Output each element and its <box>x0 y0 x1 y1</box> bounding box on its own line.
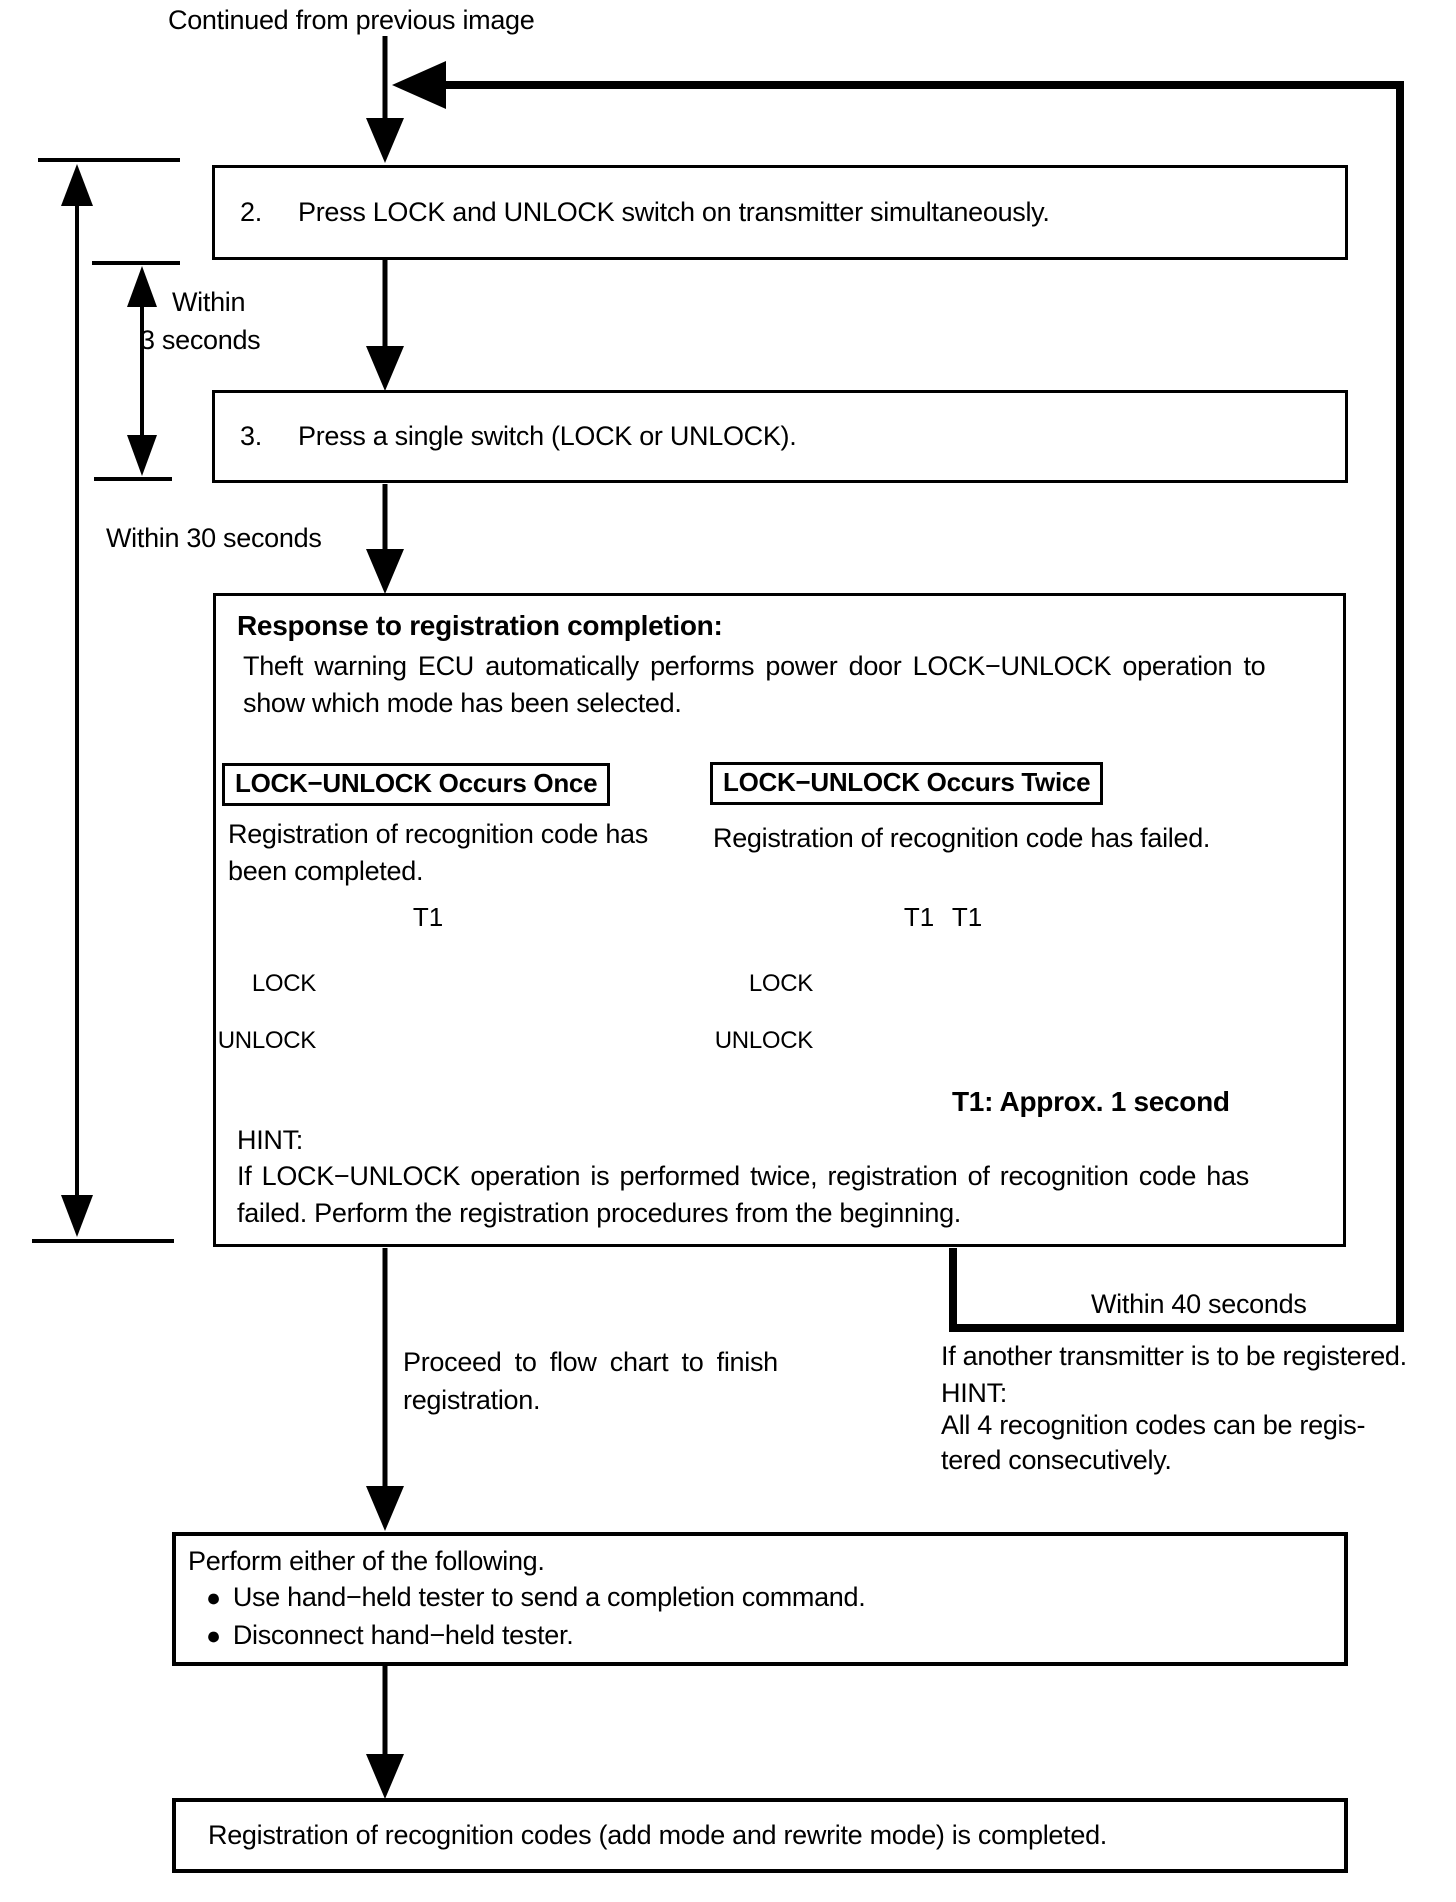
step3-number: 3. <box>240 421 262 451</box>
occurs-twice-title-box: LOCK−UNLOCK Occurs Twice <box>710 762 1104 805</box>
perform-bullet-1: ● Use hand−held tester to send a completi… <box>206 1582 866 1613</box>
flow-arrowhead-into-perform <box>366 1486 404 1531</box>
response-hint-line1: If LOCK−UNLOCK operation is performed tw… <box>237 1161 1249 1191</box>
within-3-seconds-label-line1: Within <box>172 287 246 317</box>
bullet-icon: ● <box>206 1622 221 1650</box>
proceed-label-line1: Proceed to flow chart to finish <box>403 1347 778 1377</box>
another-transmitter-hint-label: HINT: <box>941 1378 1008 1408</box>
span-arrow-3-seconds <box>92 261 180 481</box>
t1-twice-label-a: T1 <box>903 902 935 932</box>
occurs-once-desc-line1: Registration of recognition code has <box>228 819 648 849</box>
flow-arrowhead-into-response <box>366 549 404 594</box>
bullet-icon: ● <box>206 1584 221 1612</box>
retry-loop-arrowhead <box>392 61 446 109</box>
response-hint-label: HINT: <box>237 1125 304 1155</box>
perform-box: Perform either of the following. ● Use ha… <box>172 1532 1348 1666</box>
span-30s-down-arrowhead <box>61 1195 93 1237</box>
span-30s-up-arrowhead <box>61 164 93 206</box>
step2-text: Press LOCK and UNLOCK switch on transmit… <box>298 197 1050 227</box>
step3-text: Press a single switch (LOCK or UNLOCK). <box>298 421 797 451</box>
perform-bullet-1-text: Use hand−held tester to send a completio… <box>232 1582 866 1612</box>
flow-arrowhead-into-step3 <box>366 346 404 391</box>
another-transmitter-hint-line2: tered consecutively. <box>941 1445 1172 1475</box>
within-3-seconds-label-line2: 3 seconds <box>140 325 261 355</box>
response-body-line2: show which mode has been selected. <box>243 688 682 718</box>
unlock-once-label: UNLOCK <box>217 1027 317 1054</box>
perform-bullet-2: ● Disconnect hand−held tester. <box>206 1620 574 1651</box>
response-box: Response to registration completion: The… <box>213 593 1346 1247</box>
lock-twice-label: LOCK <box>748 970 813 997</box>
response-box-title: Response to registration completion: <box>237 610 723 641</box>
complete-box-text: Registration of recognition codes (add m… <box>208 1820 1107 1850</box>
span-3s-up-arrowhead <box>127 266 157 307</box>
step3-box: 3. Press a single switch (LOCK or UNLOCK… <box>212 390 1348 483</box>
t1-approx-note: T1: Approx. 1 second <box>952 1086 1230 1117</box>
another-transmitter-line: If another transmitter is to be register… <box>941 1341 1407 1371</box>
step2-box: 2. Press LOCK and UNLOCK switch on trans… <box>212 165 1348 260</box>
occurs-once-desc-line2: been completed. <box>228 856 424 886</box>
within-40-seconds-label: Within 40 seconds <box>1091 1289 1307 1319</box>
continued-from-previous-label: Continued from previous image <box>168 5 535 35</box>
proceed-label-line2: registration. <box>403 1385 541 1415</box>
perform-bullet-2-text: Disconnect hand−held tester. <box>232 1620 574 1650</box>
unlock-twice-label: UNLOCK <box>714 1027 814 1054</box>
main-flow-arrows <box>366 36 404 1799</box>
complete-box: Registration of recognition codes (add m… <box>172 1798 1348 1873</box>
retry-loop-connector <box>392 61 1404 1332</box>
response-hint-line2: failed. Perform the registration procedu… <box>237 1198 961 1228</box>
occurs-twice-desc: Registration of recognition code has fai… <box>713 823 1211 853</box>
t1-twice-label-b: T1 <box>951 902 983 932</box>
flow-arrowhead-into-step2 <box>366 118 404 163</box>
flow-arrowhead-into-complete <box>366 1754 404 1799</box>
step2-number: 2. <box>240 197 262 227</box>
within-30-seconds-label: Within 30 seconds <box>106 523 322 553</box>
retry-loop-path <box>444 81 1404 1332</box>
another-transmitter-hint-line1: All 4 recognition codes can be regis- <box>941 1410 1366 1440</box>
span-3s-down-arrowhead <box>127 435 157 476</box>
t1-once-label: T1 <box>412 902 444 932</box>
occurs-once-title-box: LOCK−UNLOCK Occurs Once <box>222 763 611 806</box>
response-body-line1: Theft warning ECU automatically performs… <box>243 651 1266 681</box>
span-arrow-30-seconds <box>32 158 180 1243</box>
perform-box-title: Perform either of the following. <box>188 1546 545 1576</box>
lock-once-label: LOCK <box>251 970 316 997</box>
